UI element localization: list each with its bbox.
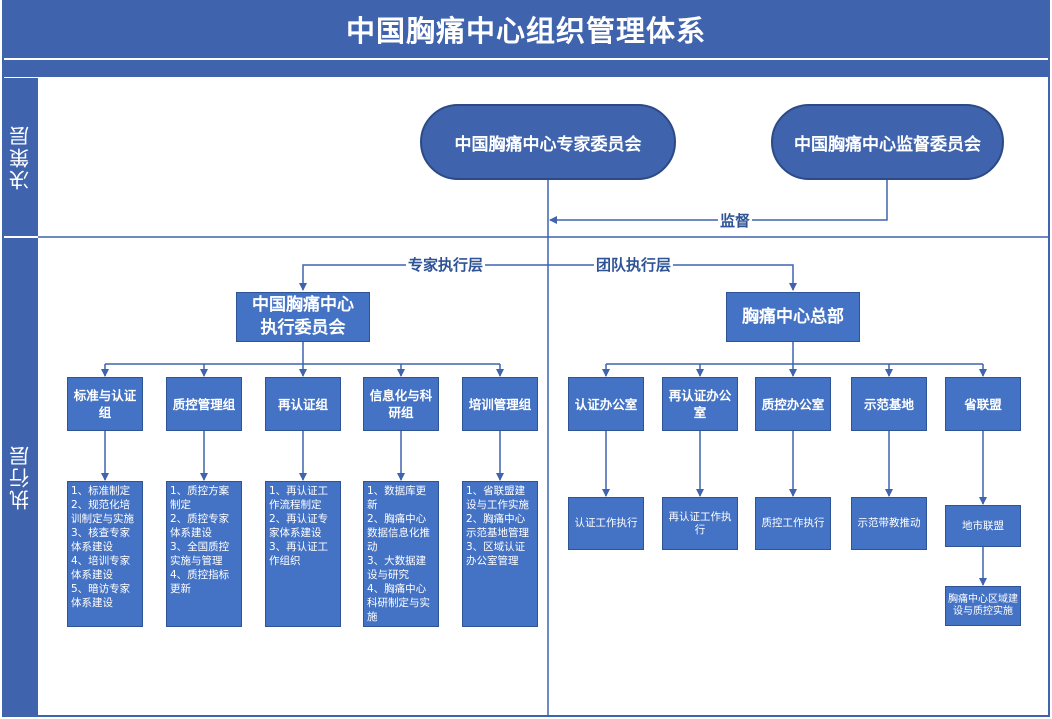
- group-node-recert-office: 再认证办公室: [662, 377, 738, 431]
- supervise-label: 监督: [718, 212, 753, 230]
- group-node-qc-office: 质控办公室: [755, 377, 831, 431]
- exec-committee-node: 中国胸痛中心 执行委员会: [236, 292, 370, 342]
- group-node-info-research: 信息化与科研组: [363, 377, 439, 431]
- task-list-recert: 1、再认证工作流程制定 2、再认证专家体系建设 3、再认证工作组织: [265, 481, 341, 627]
- exec-committee-line2: 执行委员会: [260, 318, 346, 338]
- task-list-qc-management: 1、质控方案制定 2、质控专家体系建设 3、全国质控实施与管理 4、质控指标更新: [166, 481, 242, 627]
- task-qc-office: 质控工作执行: [755, 497, 831, 550]
- headquarters-node: 胸痛中心总部: [726, 292, 860, 342]
- expert-exec-label: 专家执行层: [406, 256, 486, 274]
- title-underbar: [2, 60, 1050, 77]
- group-node-provincial-alliance: 省联盟: [945, 377, 1021, 431]
- task-recert-office: 再认证工作执行: [662, 497, 738, 550]
- supervision-committee-node: 中国胸痛中心监督委员会: [771, 104, 1004, 180]
- task-city-alliance: 地市联盟: [945, 505, 1021, 547]
- group-node-demo-base: 示范基地: [851, 377, 927, 431]
- exec-committee-line1: 中国胸痛中心: [252, 295, 354, 315]
- task-cert-office: 认证工作执行: [568, 497, 644, 550]
- group-node-qc-management: 质控管理组: [166, 377, 242, 431]
- task-list-standard-cert: 1、标准制定 2、规范化培训制定与实施 3、核查专家体系建设 4、培训专家体系建…: [67, 481, 143, 627]
- task-list-training: 1、省联盟建设与工作实施 2、胸痛中心示范基地管理 3、区域认证办公室管理: [462, 481, 538, 627]
- group-node-training: 培训管理组: [462, 377, 538, 431]
- team-exec-label: 团队执行层: [594, 256, 674, 274]
- expert-committee-node: 中国胸痛中心专家委员会: [420, 104, 676, 180]
- task-regional-construction: 胸痛中心区域建设与质控实施: [945, 586, 1021, 626]
- group-node-cert-office: 认证办公室: [568, 377, 644, 431]
- page-title: 中国胸痛中心组织管理体系: [2, 0, 1050, 58]
- task-list-info-research: 1、数据库更新 2、胸痛中心数据信息化推动 3、大数据建设与研究 4、胸痛中心科…: [363, 481, 439, 627]
- task-demo-base: 示范带教推动: [851, 497, 927, 550]
- group-node-recert: 再认证组: [265, 377, 341, 431]
- group-node-standard-cert: 标准与认证组: [67, 377, 143, 431]
